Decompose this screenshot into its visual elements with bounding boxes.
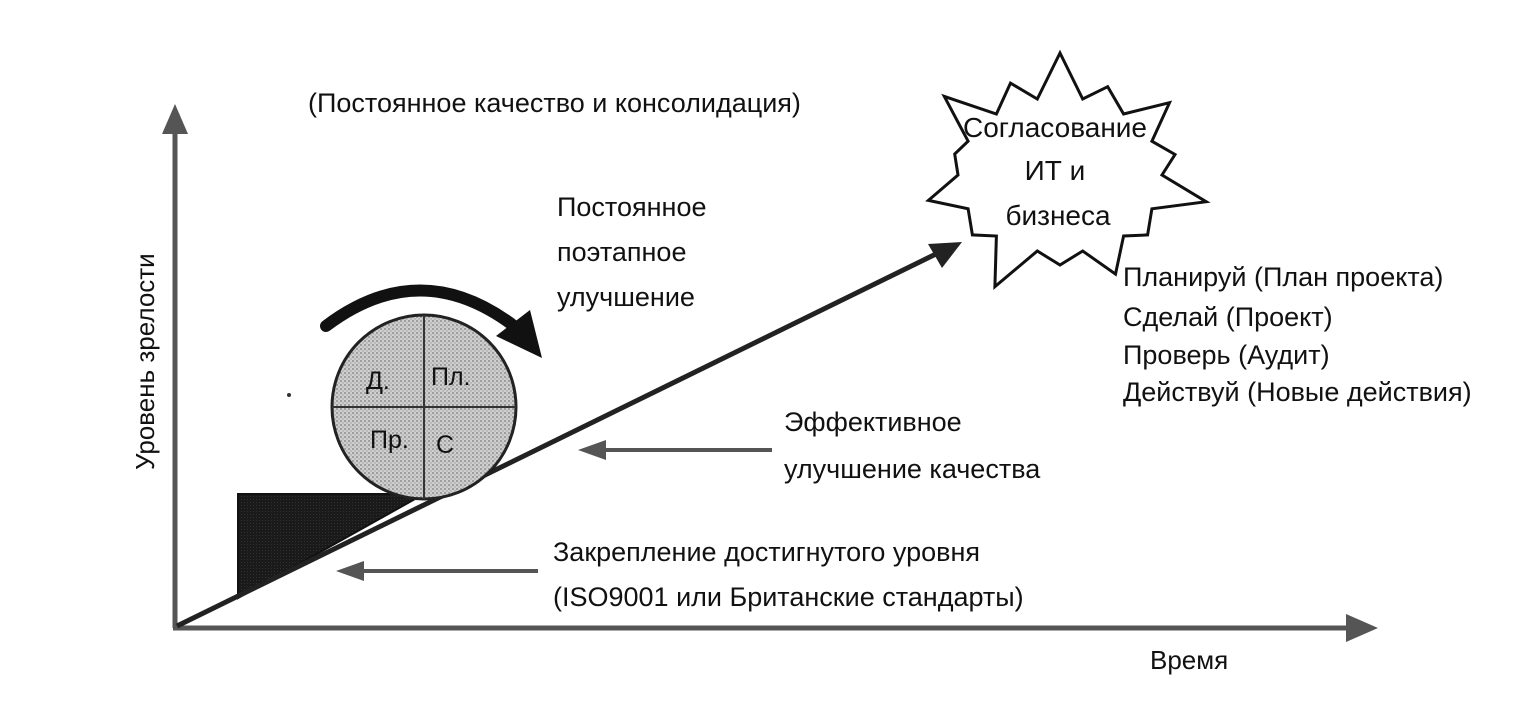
top-caption: (Постоянное качество и консолидация) (308, 88, 801, 118)
star-line-2: ИТ и (1025, 155, 1086, 186)
consolidation-pointer (336, 561, 538, 581)
wheel-label-check: Пр. (370, 426, 409, 454)
pdca-step-do: Сделай (Проект) (1123, 302, 1333, 332)
quality-improvement-pointer (578, 440, 772, 460)
quality-line-1: Эффективное (784, 407, 962, 437)
pdca-steps-list: Планируй (План проекта) Сделай (Проект) … (1123, 262, 1472, 407)
consolidation-line-2: (ISO9001 или Британские стандарты) (553, 582, 1024, 612)
stray-dot (287, 393, 291, 397)
wheel-label-plan: Пл. (431, 363, 471, 391)
y-axis-label: Уровень зрелости (130, 253, 160, 470)
x-axis (173, 614, 1378, 642)
pdca-step-check: Проверь (Аудит) (1123, 340, 1330, 370)
incremental-line-1: Постоянное (557, 192, 706, 222)
wheel-label-do: Д. (366, 367, 390, 395)
maturity-slope-arrow (175, 242, 962, 629)
wheel-label-act: С (436, 431, 454, 459)
alignment-starburst: Согласование ИТ и бизнеса (925, 49, 1211, 291)
consolidation-label: Закрепление достигнутого уровня (ISO9001… (553, 537, 1024, 612)
pdca-wheel: Д. Пл. Пр. С (330, 313, 518, 501)
quality-line-2: улучшение качества (784, 454, 1041, 484)
consolidation-line-1: Закрепление достигнутого уровня (553, 537, 980, 567)
incremental-improvement-label: Постоянное поэтапное улучшение (557, 192, 706, 312)
pdca-step-plan: Планируй (План проекта) (1123, 262, 1443, 292)
incremental-line-2: поэтапное (557, 237, 686, 267)
rotation-arrow-icon (320, 284, 542, 358)
pdca-step-act: Действуй (Новые действия) (1123, 377, 1472, 407)
incremental-line-3: улучшение (557, 282, 695, 312)
star-line-1: Согласование (963, 112, 1147, 143)
quality-improvement-label: Эффективное улучшение качества (784, 407, 1041, 484)
star-line-3: бизнеса (1005, 200, 1111, 231)
x-axis-label: Время (1150, 645, 1228, 675)
y-axis (162, 104, 188, 628)
